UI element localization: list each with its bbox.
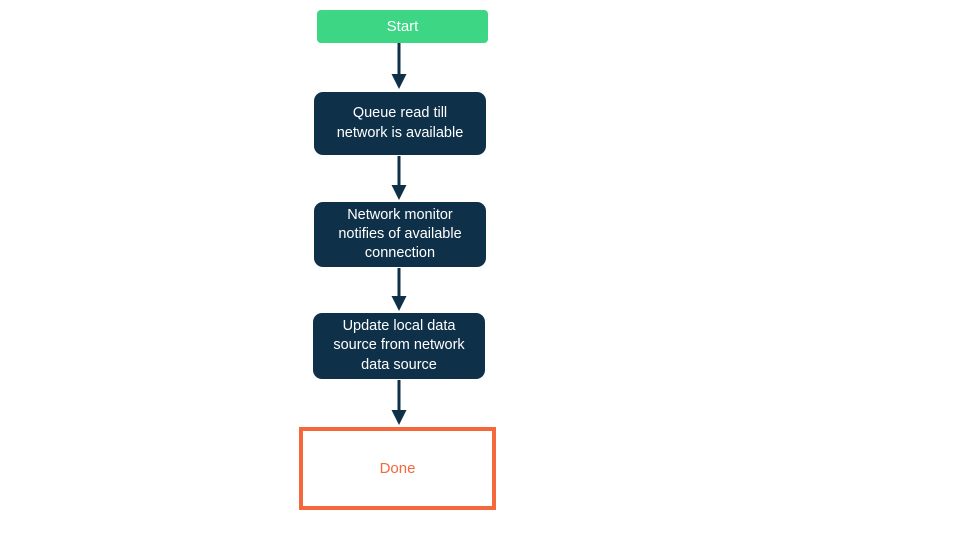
edge-update-to-done <box>391 380 407 425</box>
flowchart-node-update-local-label: Update local data source from network da… <box>333 318 465 373</box>
flowchart-node-update-local[interactable]: Update local data source from network da… <box>313 313 485 379</box>
edge-monitor-to-update <box>391 268 407 311</box>
flowchart-node-network-monitor[interactable]: Network monitor notifies of available co… <box>314 202 486 267</box>
edge-start-to-queue <box>391 43 407 89</box>
flowchart-node-queue-read-label: Queue read till network is available <box>336 105 464 141</box>
flowchart-node-start[interactable]: Start <box>317 10 488 43</box>
flowchart-node-network-monitor-label: Network monitor notifies of available co… <box>338 206 462 262</box>
flowchart-node-done-label: Done <box>379 459 416 477</box>
flowchart-node-done[interactable]: Done <box>299 427 496 510</box>
flowchart-node-queue-read[interactable]: Queue read till network is available <box>314 92 486 155</box>
flowchart-node-start-label: Start <box>386 17 419 35</box>
edge-queue-to-monitor <box>391 156 407 200</box>
